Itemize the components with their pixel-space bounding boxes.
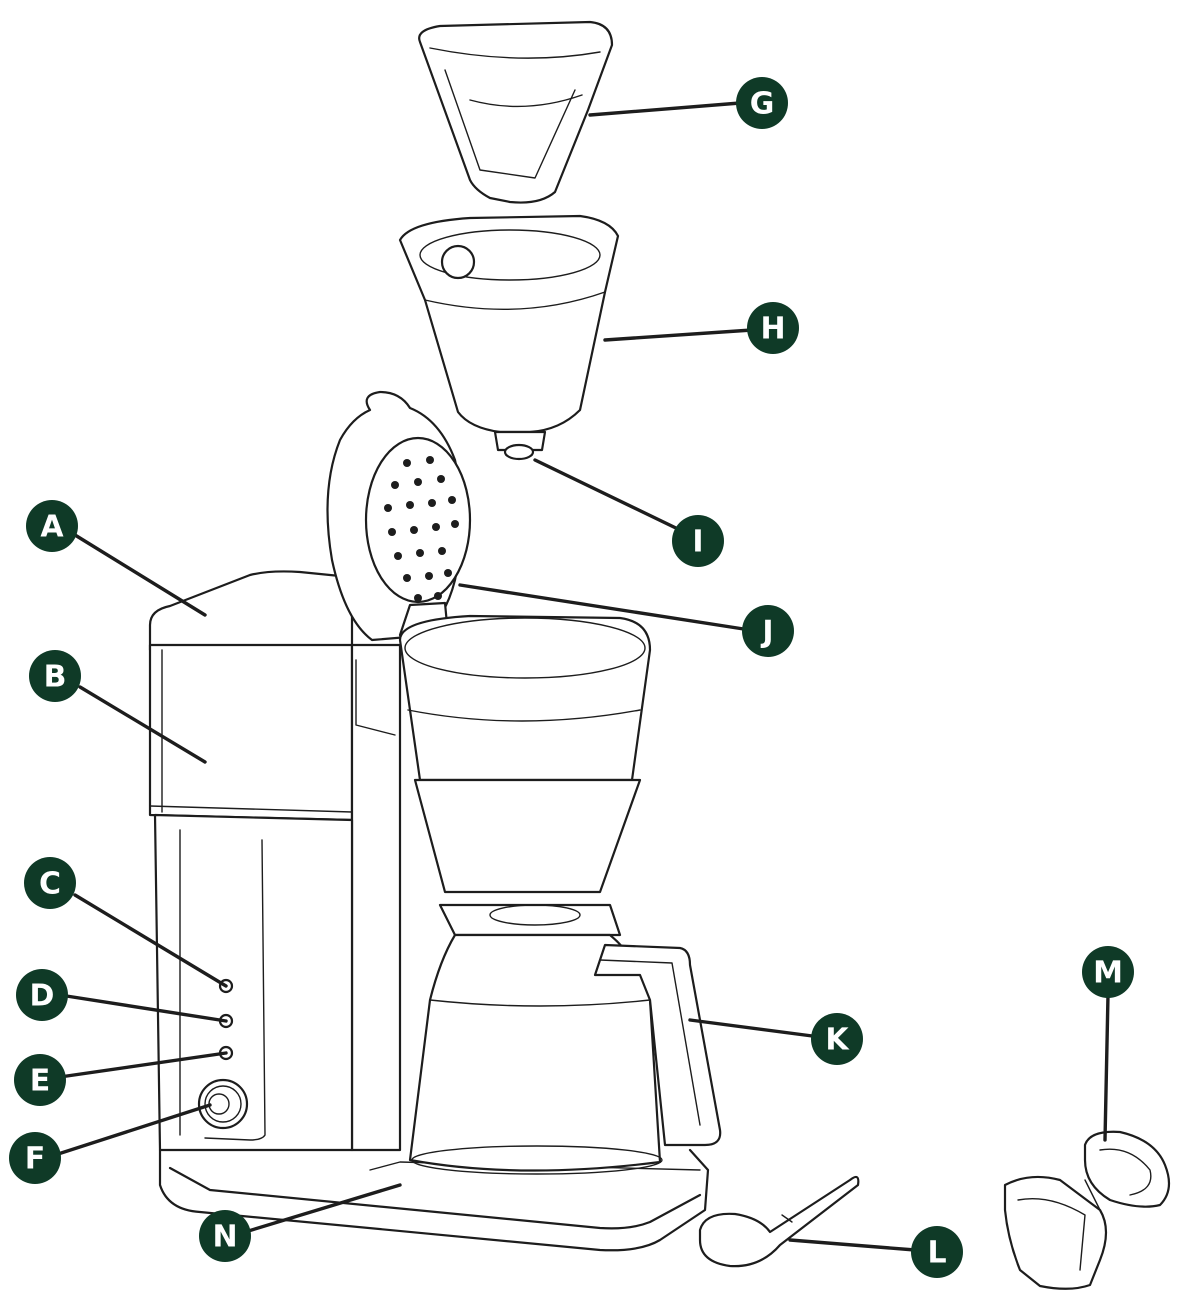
callout-j-label: J (760, 615, 773, 650)
callout-c-label: C (39, 867, 61, 902)
callout-k-label: K (825, 1023, 850, 1058)
control-panel (197, 978, 249, 1130)
leader-lines (53, 101, 1110, 1252)
callout-b: B (29, 650, 81, 702)
callout-b-label: B (44, 660, 67, 695)
callout-d-label: D (30, 979, 55, 1014)
callout-k: K (811, 1013, 863, 1065)
drip-stop-valve (503, 443, 535, 461)
callout-l-label: L (927, 1236, 946, 1271)
showerhead-holes (384, 456, 459, 602)
callout-i: I (672, 515, 724, 567)
callout-i-label: I (692, 525, 703, 560)
callout-j: J (742, 605, 794, 657)
callout-f-label: F (25, 1142, 46, 1177)
showerhead-lid (326, 390, 472, 654)
callout-h-label: H (760, 312, 785, 347)
callout-h: H (747, 302, 799, 354)
brew-basket-holder (398, 614, 652, 894)
callout-m-label: M (1093, 956, 1123, 991)
accessory-holder (1003, 1130, 1171, 1290)
machine-housing (148, 570, 402, 1152)
callout-g: G (736, 77, 788, 129)
callout-e-label: E (30, 1064, 51, 1099)
thermal-carafe (408, 903, 722, 1175)
callout-g-label: G (750, 87, 775, 122)
permanent-filter (418, 20, 614, 204)
dial-knob (197, 1078, 249, 1130)
callout-c: C (24, 857, 76, 909)
callout-n: N (199, 1210, 251, 1262)
callout-a-label: A (40, 510, 64, 545)
coffee-scoop (698, 1175, 860, 1268)
callout-d: D (16, 969, 68, 1021)
callout-l: L (911, 1226, 963, 1278)
callout-n-label: N (212, 1220, 237, 1255)
callout-f: F (9, 1132, 61, 1184)
callout-m: M (1082, 946, 1134, 998)
brew-basket (398, 214, 620, 461)
callout-e: E (14, 1054, 66, 1106)
callout-a: A (26, 500, 78, 552)
